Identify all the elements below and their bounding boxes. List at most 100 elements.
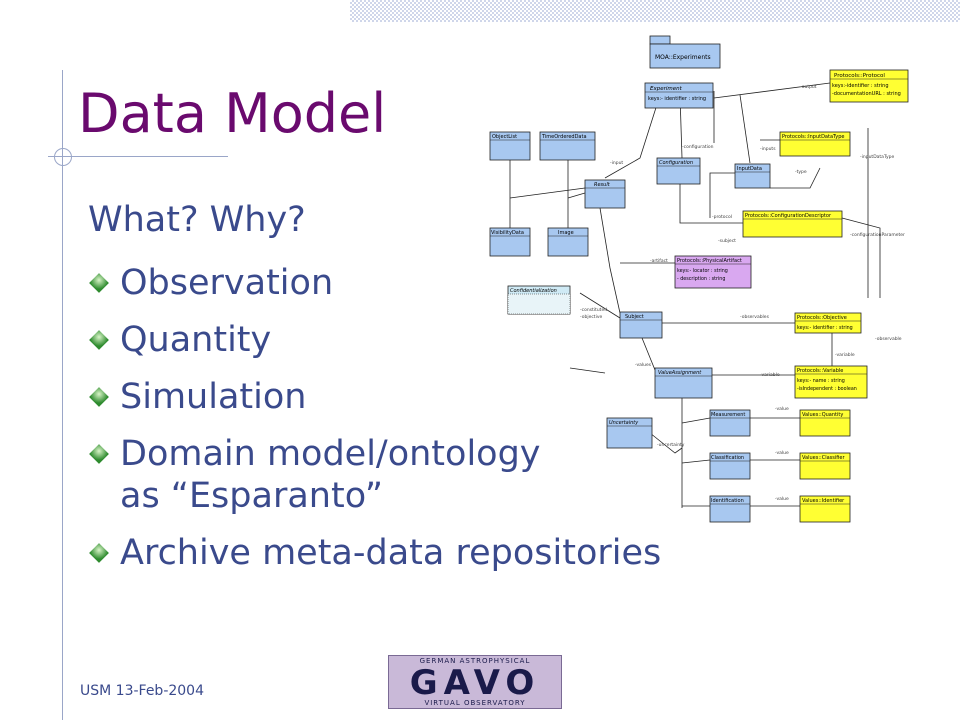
class-result: Result <box>584 179 626 209</box>
svg-text:InputData: InputData <box>737 166 762 172</box>
class-classifier: Values::Classifier <box>799 452 851 480</box>
bullet-list: Observation Quantity Simulation Domain m… <box>88 262 740 589</box>
svg-text:Image: Image <box>558 230 574 236</box>
decorative-horizontal-line <box>48 156 228 157</box>
bullet-item: Simulation <box>88 376 740 418</box>
svg-text:-isIndependent : boolean: -isIndependent : boolean <box>797 386 857 392</box>
svg-text:keys:- identifier : string: keys:- identifier : string <box>797 325 853 331</box>
svg-text:Measurement: Measurement <box>711 412 745 418</box>
svg-text:-observable: -observable <box>875 336 902 342</box>
svg-text:-inputDataType: -inputDataType <box>860 154 895 160</box>
uml-class-diagram: MOA::Experiments Experiment keys:- ident… <box>489 35 909 523</box>
diamond-bullet-icon <box>89 273 109 293</box>
svg-text:-uncertainty: -uncertainty <box>657 442 685 448</box>
class-configuration: Configuration <box>656 157 701 185</box>
svg-text:Protocols::Protocol: Protocols::Protocol <box>834 73 885 79</box>
class-classification: Classification <box>709 452 751 480</box>
svg-text:-observables: -observables <box>740 314 770 320</box>
svg-text:Values::Quantity: Values::Quantity <box>802 412 843 418</box>
logo-main-text: GAVO <box>409 663 541 703</box>
uml-connectors <box>509 82 881 508</box>
slide-subtitle: What? Why? <box>88 200 306 240</box>
svg-text:Values::Classifier: Values::Classifier <box>802 455 845 461</box>
svg-text:Result: Result <box>594 182 611 188</box>
svg-text:-artifact: -artifact <box>650 258 668 264</box>
svg-text:-value: -value <box>775 496 789 502</box>
class-objective: Protocols::Objective keys:- identifier :… <box>794 312 862 334</box>
diamond-bullet-icon <box>89 330 109 350</box>
class-protocol: Protocols::Protocol keys:-identifier : s… <box>829 69 909 103</box>
svg-text:VisibilityData: VisibilityData <box>491 230 524 236</box>
svg-text:Values::Identifier: Values::Identifier <box>802 498 845 504</box>
class-confidentialization: Confidentialization <box>507 285 571 315</box>
class-physical-artifact: Protocols::PhysicalArtifact keys:- locat… <box>674 255 752 289</box>
footer-date: USM 13-Feb-2004 <box>80 683 204 699</box>
svg-text:Protocols::Variable: Protocols::Variable <box>797 368 843 374</box>
diamond-bullet-icon <box>89 444 109 464</box>
svg-text:keys:-identifier : string: keys:-identifier : string <box>832 83 889 89</box>
class-variable: Protocols::Variable keys:- name : string… <box>794 365 868 399</box>
logo-top-text: GERMAN ASTROPHYSICAL <box>419 657 531 665</box>
logo-bottom-text: VIRTUAL OBSERVATORY <box>424 699 526 707</box>
svg-text:-values: -values <box>635 362 652 368</box>
diamond-bullet-icon <box>89 543 109 563</box>
class-object-list: ObjectList <box>489 131 531 161</box>
svg-text:-constituted: -constituted <box>580 307 607 313</box>
svg-text:keys:- identifier : string: keys:- identifier : string <box>648 96 706 102</box>
package-experiments: MOA::Experiments <box>649 35 721 69</box>
decorative-vertical-line <box>62 70 63 720</box>
svg-text:MOA::Experiments: MOA::Experiments <box>655 54 711 61</box>
svg-text:Configuration: Configuration <box>659 160 693 166</box>
svg-text:-value: -value <box>775 406 789 412</box>
association-labels: -output -configuration -input -inputs -i… <box>580 84 905 502</box>
svg-text:ObjectList: ObjectList <box>492 134 517 140</box>
svg-text:-output: -output <box>800 84 817 90</box>
diamond-bullet-icon <box>89 387 109 407</box>
class-identifier: Values::Identifier <box>799 495 851 523</box>
bullet-item: Quantity <box>88 319 740 361</box>
checkered-header-bar <box>350 0 960 22</box>
class-quantity: Values::Quantity <box>799 409 851 437</box>
bullet-item: Archive meta-data repositories <box>88 532 740 574</box>
svg-text:Protocols::Objective: Protocols::Objective <box>797 315 847 321</box>
svg-text:keys:- locator : string: keys:- locator : string <box>677 268 728 274</box>
svg-text:-inputs: -inputs <box>760 146 776 152</box>
bullet-item: Domain model/ontology as “Esparanto” <box>88 433 740 517</box>
class-experiment: Experiment keys:- identifier : string <box>644 82 714 109</box>
class-uncertainty: Uncertainty <box>606 417 653 449</box>
svg-text:-variable: -variable <box>835 352 855 358</box>
svg-text:-configuration: -configuration <box>682 144 714 150</box>
class-input-data-type: Protocols::InputDataType <box>779 131 851 157</box>
svg-text:TimeOrderedData: TimeOrderedData <box>541 134 587 140</box>
class-input-data: InputData <box>734 163 771 189</box>
class-time-ordered-data: TimeOrderedData <box>539 131 596 161</box>
svg-text:Protocols::InputDataType: Protocols::InputDataType <box>782 134 845 140</box>
svg-text:-value: -value <box>775 450 789 456</box>
svg-text:-configurationParameter: -configurationParameter <box>850 232 905 238</box>
svg-text:-variable: -variable <box>760 372 780 378</box>
svg-text:Subject: Subject <box>625 314 644 320</box>
svg-text:Uncertainty: Uncertainty <box>609 420 639 426</box>
bullet-item: Observation <box>88 262 740 304</box>
svg-text:-documentationURL : string: -documentationURL : string <box>832 91 901 97</box>
decorative-circle <box>54 148 72 166</box>
class-config-descriptor: Protocols::ConfigurationDescriptor <box>742 210 843 238</box>
svg-text:Experiment: Experiment <box>650 86 683 92</box>
svg-text:-subject: -subject <box>718 238 736 244</box>
class-visibility-data: VisibilityData <box>489 227 531 257</box>
svg-text:Identification: Identification <box>711 498 744 504</box>
class-identification: Identification <box>709 495 751 523</box>
class-image: Image <box>547 227 589 257</box>
svg-text:Protocols::ConfigurationDescri: Protocols::ConfigurationDescriptor <box>745 213 832 219</box>
gavo-logo: GERMAN ASTROPHYSICAL GAVO VIRTUAL OBSERV… <box>388 655 562 709</box>
class-subject: Subject <box>619 311 663 339</box>
svg-text:- description : string: - description : string <box>677 276 725 282</box>
class-value-assignment: ValueAssignment <box>654 367 713 399</box>
svg-text:-objective: -objective <box>580 314 602 320</box>
svg-text:keys:- name : string: keys:- name : string <box>797 378 845 384</box>
svg-text:Classification: Classification <box>711 455 744 461</box>
slide-title: Data Model <box>78 82 387 145</box>
svg-text:-protocol: -protocol <box>712 214 732 220</box>
svg-text:Confidentialization: Confidentialization <box>510 288 557 294</box>
svg-text:-type: -type <box>795 169 807 175</box>
